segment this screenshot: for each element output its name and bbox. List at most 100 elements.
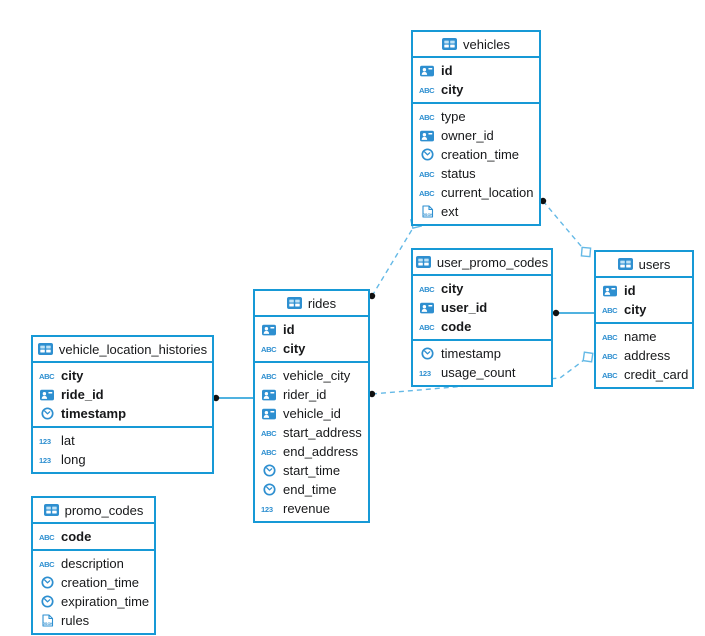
column-long[interactable]: 123 long	[38, 452, 86, 467]
relation-diamond-endpoint	[580, 246, 592, 258]
column-id[interactable]: id	[413, 61, 539, 80]
column-ride_id[interactable]: ride_id	[33, 385, 212, 404]
column-timestamp[interactable]: timestamp	[413, 344, 551, 363]
clock-icon	[38, 576, 56, 589]
column-id[interactable]: id	[255, 320, 368, 339]
svg-text:ABC: ABC	[602, 371, 618, 380]
columns-section: ABC type owner_id creation_time ABC stat…	[413, 104, 539, 224]
id-badge-icon	[418, 65, 436, 77]
abc-icon: ABC	[601, 370, 619, 380]
abc-icon: ABC	[260, 447, 278, 457]
column-vehicle_city[interactable]: ABC vehicle_city	[260, 368, 351, 383]
column-start_address[interactable]: ABC start_address	[260, 425, 362, 440]
table-users[interactable]: users id ABC city ABC name ABC address A…	[594, 250, 694, 389]
column-lat[interactable]: 123 lat	[38, 433, 75, 448]
table-header[interactable]: promo_codes	[33, 498, 154, 524]
column-city[interactable]: ABC city	[38, 368, 84, 383]
column-credit_card[interactable]: ABC credit_card	[601, 367, 689, 382]
table-rides[interactable]: rides id ABC city ABC vehicle_city rider…	[253, 289, 370, 523]
table-header[interactable]: vehicle_location_histories	[33, 337, 212, 363]
key-columns-section: ABC code	[33, 524, 154, 551]
numeric-icon: 123	[260, 504, 278, 514]
abc-icon: ABC	[38, 532, 56, 542]
abc-icon: ABC	[418, 85, 436, 95]
column-usage_count[interactable]: 123 usage_count	[418, 365, 516, 380]
table-grid-icon	[617, 258, 633, 270]
clock-icon	[38, 407, 56, 420]
column-creation_time[interactable]: creation_time	[33, 573, 154, 592]
id-badge-icon	[601, 285, 619, 297]
column-ext[interactable]: JSON ext	[413, 202, 539, 221]
column-expiration_time[interactable]: expiration_time	[33, 592, 154, 611]
svg-text:ABC: ABC	[419, 113, 435, 122]
table-header[interactable]: users	[596, 252, 692, 278]
key-columns-section: ABC city ride_id timestamp	[33, 363, 212, 428]
abc-icon: ABC	[418, 188, 436, 198]
columns-section: ABC vehicle_city rider_id vehicle_id ABC…	[255, 363, 368, 521]
relation-dot-endpoint	[552, 309, 560, 317]
column-vehicle_id[interactable]: vehicle_id	[255, 404, 368, 423]
table-promo_codes[interactable]: promo_codes ABC code ABC description cre…	[31, 496, 156, 635]
relation-dot-endpoint	[368, 390, 376, 398]
svg-text:123: 123	[39, 437, 51, 446]
svg-text:JSON: JSON	[42, 622, 53, 626]
columns-section: timestamp 123 usage_count	[413, 341, 551, 385]
column-address[interactable]: ABC address	[601, 348, 671, 363]
svg-text:ABC: ABC	[419, 189, 435, 198]
column-revenue[interactable]: 123 revenue	[260, 501, 330, 516]
svg-text:123: 123	[261, 505, 273, 514]
svg-text:ABC: ABC	[39, 560, 55, 569]
column-status[interactable]: ABC status	[418, 166, 476, 181]
svg-text:123: 123	[39, 456, 51, 465]
column-city[interactable]: ABC city	[260, 341, 306, 356]
numeric-icon: 123	[38, 455, 56, 465]
table-header[interactable]: vehicles	[413, 32, 539, 58]
column-owner_id[interactable]: owner_id	[413, 126, 539, 145]
table-grid-icon	[43, 504, 59, 516]
table-name: users	[638, 256, 671, 272]
table-header[interactable]: rides	[255, 291, 368, 317]
column-description[interactable]: ABC description	[38, 556, 124, 571]
clock-icon	[260, 464, 278, 477]
column-code[interactable]: ABC code	[38, 529, 92, 544]
column-current_location[interactable]: ABC current_location	[418, 185, 534, 200]
table-name: vehicle_location_histories	[58, 341, 208, 357]
column-rider_id[interactable]: rider_id	[255, 385, 368, 404]
table-vehicle_location_histories[interactable]: vehicle_location_histories ABC city ride…	[31, 335, 214, 474]
table-header[interactable]: user_promo_codes	[413, 250, 551, 276]
table-grid-icon	[442, 38, 458, 50]
table-grid-icon	[415, 256, 431, 268]
json-icon: JSON	[38, 614, 56, 627]
column-type[interactable]: ABC type	[418, 109, 466, 124]
svg-text:ABC: ABC	[419, 170, 435, 179]
column-id[interactable]: id	[596, 281, 692, 300]
column-end_time[interactable]: end_time	[255, 480, 368, 499]
columns-section: 123 lat 123 long	[33, 428, 212, 472]
column-code[interactable]: ABC code	[418, 319, 472, 334]
column-end_address[interactable]: ABC end_address	[260, 444, 359, 459]
column-creation_time[interactable]: creation_time	[413, 145, 539, 164]
column-city[interactable]: ABC city	[418, 82, 464, 97]
column-city[interactable]: ABC city	[418, 281, 464, 296]
table-user_promo_codes[interactable]: user_promo_codes ABC city user_id ABC co…	[411, 248, 553, 387]
table-vehicles[interactable]: vehicles id ABC city ABC type owner_id c…	[411, 30, 541, 226]
svg-text:ABC: ABC	[602, 333, 618, 342]
svg-text:ABC: ABC	[602, 306, 618, 315]
svg-text:ABC: ABC	[39, 372, 55, 381]
abc-icon: ABC	[260, 344, 278, 354]
column-user_id[interactable]: user_id	[413, 298, 551, 317]
relation-rides-vehicles[interactable]	[371, 222, 417, 297]
svg-text:ABC: ABC	[261, 448, 277, 457]
table-name: promo_codes	[64, 502, 144, 518]
column-timestamp[interactable]: timestamp	[33, 404, 212, 423]
column-rules[interactable]: JSON rules	[33, 611, 154, 630]
column-city[interactable]: ABC city	[601, 302, 647, 317]
id-badge-icon	[418, 130, 436, 142]
column-name[interactable]: ABC name	[601, 329, 657, 344]
column-start_time[interactable]: start_time	[255, 461, 368, 480]
svg-text:ABC: ABC	[602, 352, 618, 361]
relation-vehicles-users[interactable]	[542, 200, 587, 253]
table-grid-icon	[286, 297, 302, 309]
